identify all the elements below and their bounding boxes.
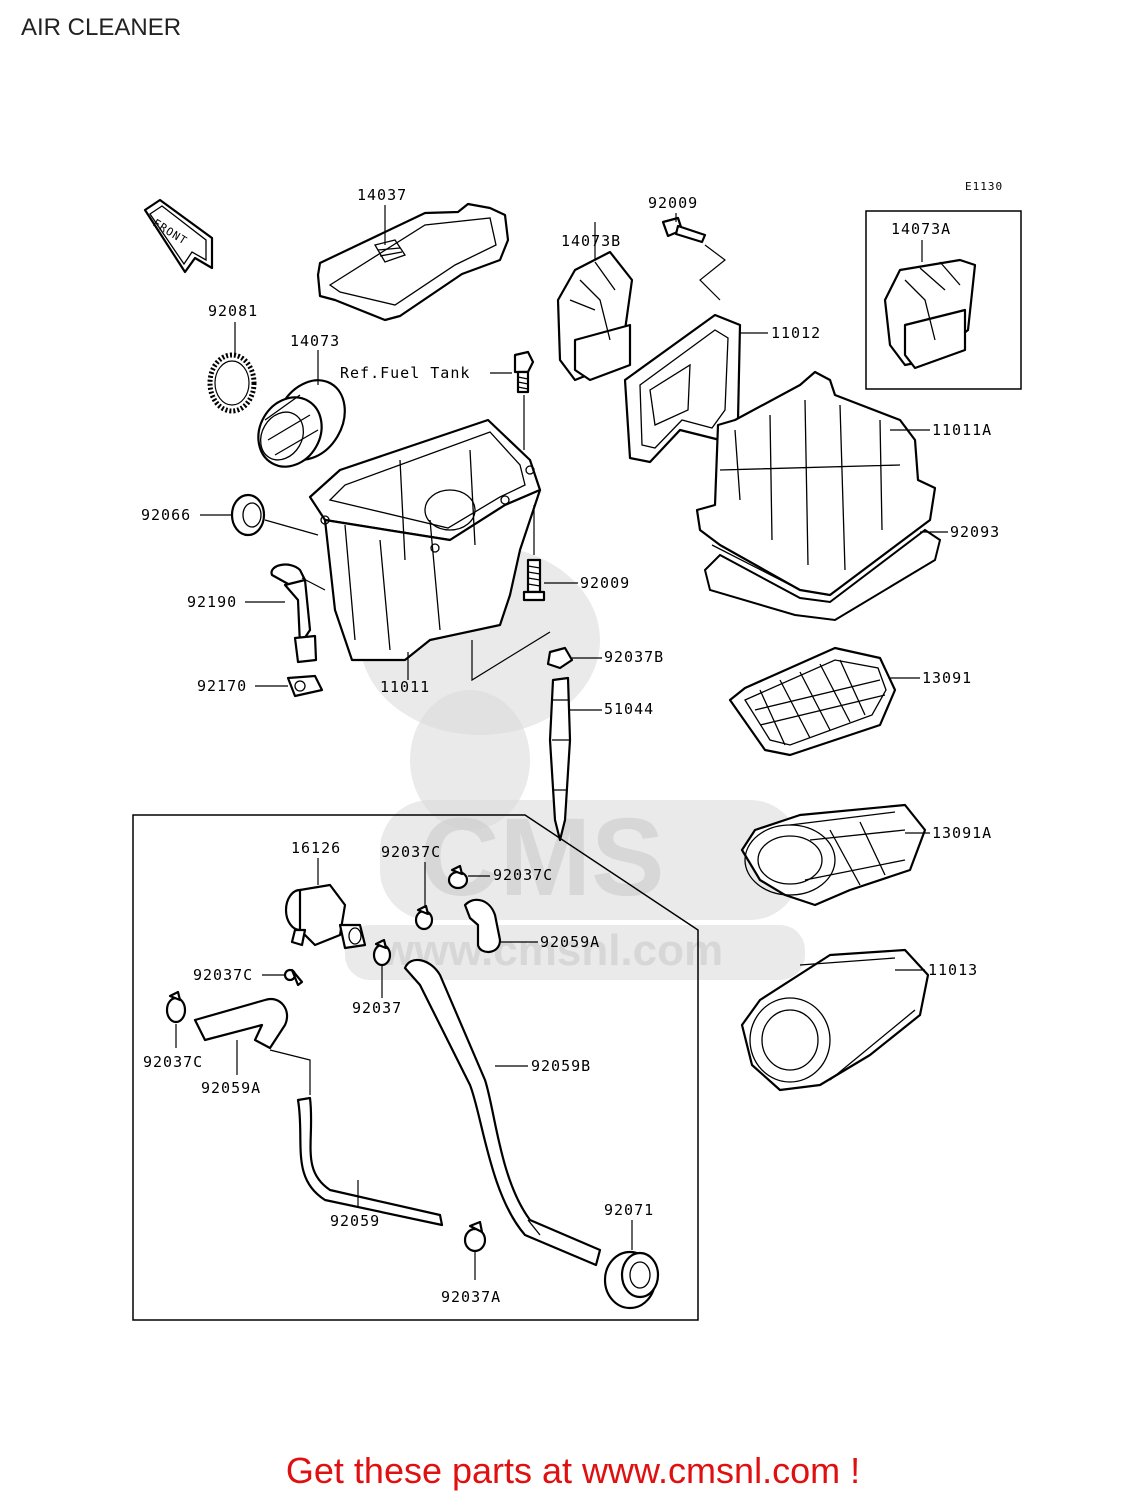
part-92170-clamp xyxy=(286,674,324,698)
label-92093: 92093 xyxy=(950,523,1000,541)
part-92081-spring xyxy=(207,352,257,414)
label-13091: 13091 xyxy=(922,669,972,687)
part-11013-element xyxy=(740,948,930,1092)
part-92059-hose xyxy=(296,1096,444,1227)
label-14073B: 14073B xyxy=(561,232,621,250)
label-92059A-b: 92059A xyxy=(201,1079,261,1097)
label-92190: 92190 xyxy=(187,593,237,611)
part-92190-hose xyxy=(270,563,318,664)
part-92037-clamp xyxy=(372,938,392,967)
label-92081: 92081 xyxy=(208,302,258,320)
part-92037C-clamp-d xyxy=(165,990,187,1024)
part-92037C-clamp-a xyxy=(447,864,469,890)
label-11012: 11012 xyxy=(771,324,821,342)
part-13091-frame xyxy=(728,646,897,757)
part-92093-gasket xyxy=(703,528,942,622)
label-ref-fuel-tank: Ref.Fuel Tank xyxy=(340,364,470,382)
cms-watermark: CMS www.cmsnl.com xyxy=(345,545,805,980)
footer-link[interactable]: Get these parts at www.cmsnl.com ! xyxy=(285,1450,861,1491)
part-92066-grommet xyxy=(230,493,266,537)
label-13091A: 13091A xyxy=(932,824,992,842)
part-92071-grommet xyxy=(603,1250,660,1310)
label-92059B: 92059B xyxy=(531,1057,591,1075)
part-11011A-case xyxy=(695,370,937,597)
label-92037C-d: 92037C xyxy=(143,1053,203,1071)
part-14073-duct xyxy=(257,379,346,468)
part-92037C-clamp-c xyxy=(283,968,304,987)
watermark-url: www.cmsnl.com xyxy=(379,926,723,975)
part-92059B-hose xyxy=(403,958,602,1267)
label-92009-top: 92009 xyxy=(648,194,698,212)
label-14073: 14073 xyxy=(290,332,340,350)
label-11011: 11011 xyxy=(380,678,430,696)
part-14073B-duct xyxy=(556,250,634,382)
diagram-code: E1130 xyxy=(965,180,1003,193)
part-14037-element xyxy=(316,202,510,322)
inset-lower-frame xyxy=(132,814,699,1321)
part-16126-valve xyxy=(284,883,367,950)
label-14073A: 14073A xyxy=(891,220,951,238)
part-13091A-frame xyxy=(740,803,927,907)
label-92071: 92071 xyxy=(604,1201,654,1219)
part-92009-screw-top xyxy=(661,216,707,244)
label-92059A-a: 92059A xyxy=(540,933,600,951)
part-92037C-clamp-b xyxy=(414,904,434,931)
label-92009-mid: 92009 xyxy=(580,574,630,592)
page-title: AIR CLEANER xyxy=(21,14,182,41)
bolt-ref-fuel-tank xyxy=(513,350,535,394)
part-92037A-clamp xyxy=(463,1220,487,1253)
label-92066: 92066 xyxy=(141,506,191,524)
label-92037: 92037 xyxy=(352,999,402,1017)
label-92037C-a: 92037C xyxy=(381,843,441,861)
label-92037C-b: 92037C xyxy=(493,866,553,884)
label-11011A: 11011A xyxy=(932,421,992,439)
label-92059: 92059 xyxy=(330,1212,380,1230)
part-51044-tube xyxy=(548,676,572,842)
part-92059A-hose-lower xyxy=(193,997,289,1050)
label-92037A: 92037A xyxy=(441,1288,501,1306)
label-11013: 11013 xyxy=(928,961,978,979)
label-14037: 14037 xyxy=(357,186,407,204)
inset-14073A-frame xyxy=(865,210,1022,390)
label-16126: 16126 xyxy=(291,839,341,857)
part-11011-case xyxy=(308,418,542,662)
front-arrow-icon: FRONT xyxy=(143,198,214,274)
label-92170: 92170 xyxy=(197,677,247,695)
watermark-brand: CMS xyxy=(420,796,664,919)
label-51044: 51044 xyxy=(604,700,654,718)
label-92037C-c: 92037C xyxy=(193,966,253,984)
label-92037B: 92037B xyxy=(604,648,664,666)
part-92037B-clamp xyxy=(546,646,574,670)
part-14073A-duct xyxy=(883,258,977,370)
part-92009-screw-mid xyxy=(522,558,546,602)
part-92059A-hose-upper xyxy=(463,898,502,953)
